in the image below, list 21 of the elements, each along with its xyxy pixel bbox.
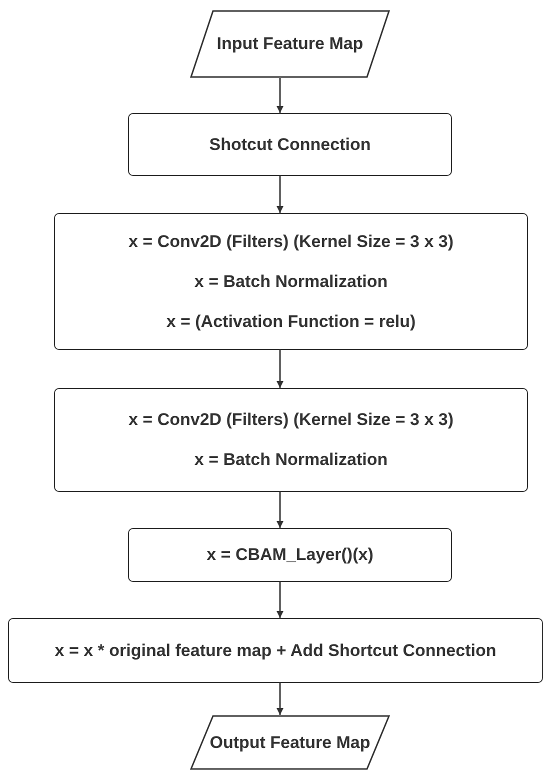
- step-text: x = CBAM_Layer()(x): [206, 545, 374, 565]
- step-text: x = (Activation Function = relu): [166, 312, 416, 332]
- arrow: [276, 492, 284, 528]
- arrow: [276, 350, 284, 388]
- arrow: [276, 78, 284, 113]
- step-text: Output Feature Map: [210, 732, 370, 752]
- arrow: [276, 683, 284, 715]
- process-box: [128, 528, 452, 582]
- arrow: [276, 176, 284, 213]
- step-text: x = Batch Normalization: [194, 272, 388, 292]
- step-text: x = Conv2D (Filters) (Kernel Size = 3 x 3): [128, 232, 454, 252]
- step-text: Input Feature Map: [216, 34, 364, 54]
- process-box: [54, 388, 528, 492]
- process-box: [54, 213, 528, 350]
- process-box: [8, 618, 543, 683]
- process-box: [128, 113, 452, 176]
- arrow: [276, 582, 284, 618]
- step-text: Shotcut Connection: [209, 134, 371, 154]
- step-text: x = x * original feature map + Add Shortcut Connection: [54, 640, 496, 660]
- step-text: x = Conv2D (Filters) (Kernel Size = 3 x 3): [128, 410, 454, 430]
- step-text: x = Batch Normalization: [194, 450, 388, 470]
